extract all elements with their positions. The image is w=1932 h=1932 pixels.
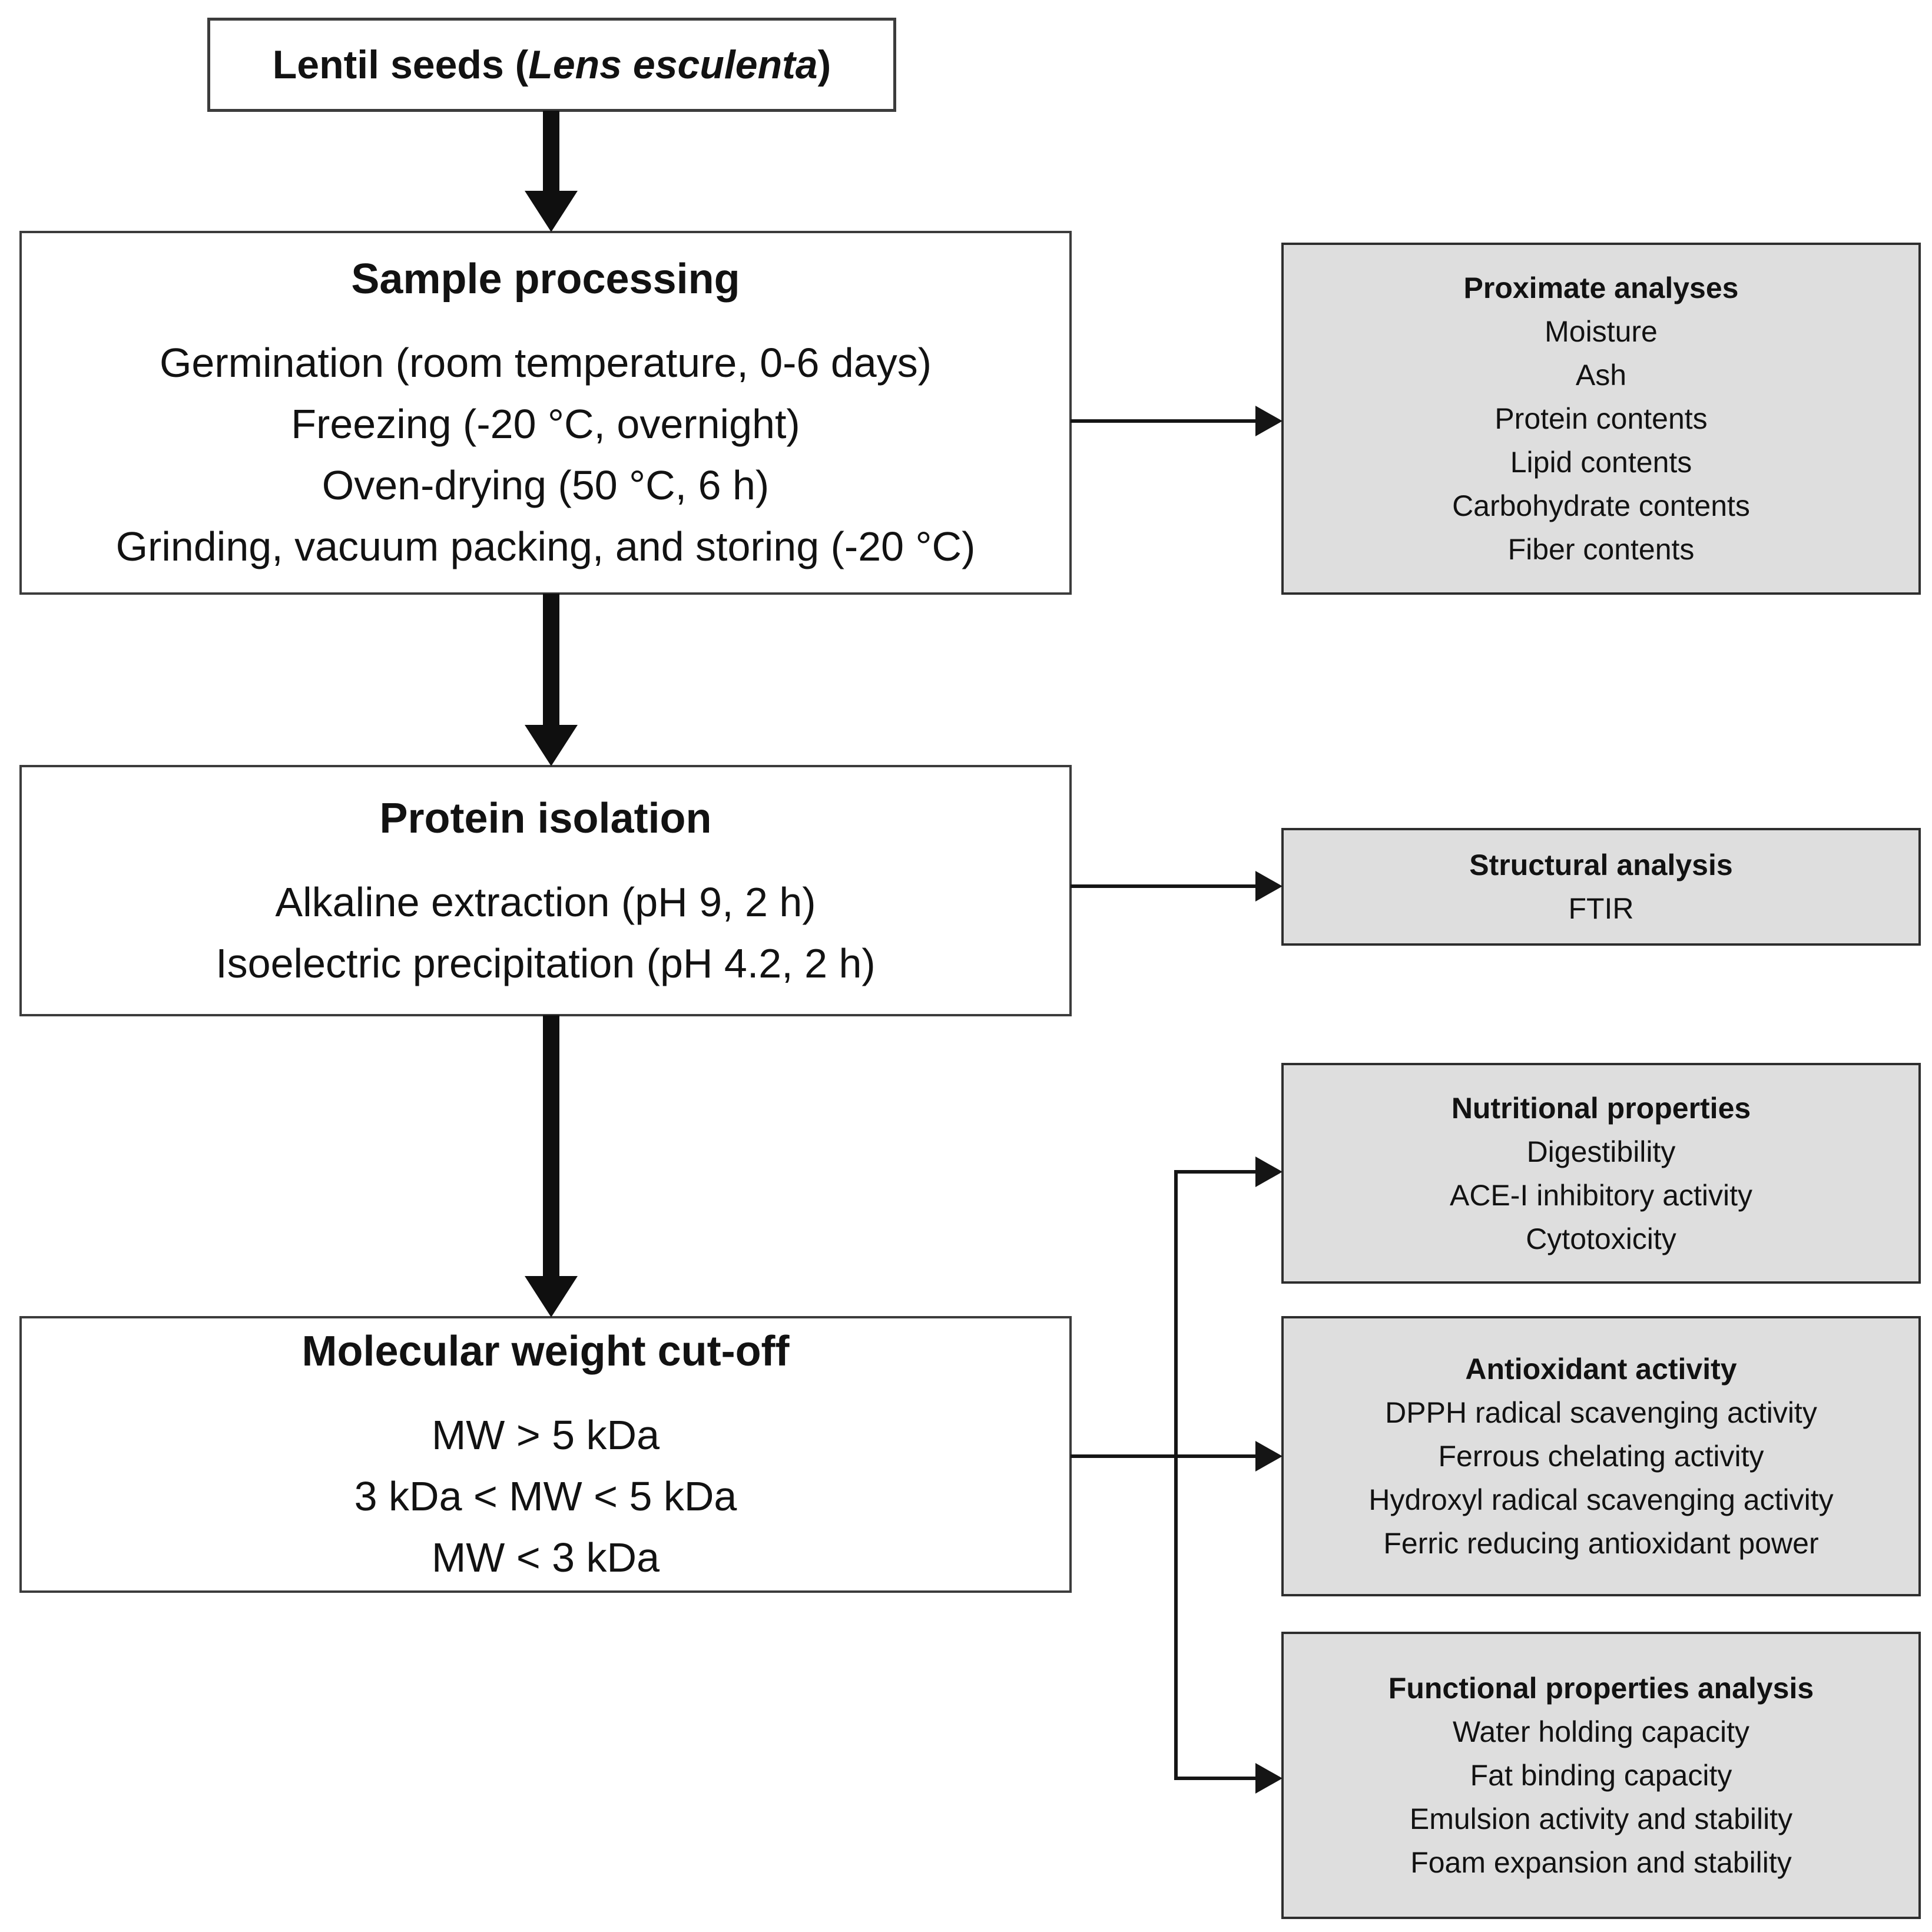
right-arrowhead-icon [1255,1441,1283,1472]
down-arrowhead-icon [525,725,578,766]
proximate-analyses-box: Proximate analyses Moisture Ash Protein … [1281,243,1921,595]
nutritional-properties-title: Nutritional properties [1451,1091,1751,1125]
nutritional-properties-item: Digestibility [1526,1135,1676,1168]
lentil-seeds-title: Lentil seeds (Lens esculenta) [273,42,831,88]
functional-properties-title: Functional properties analysis [1388,1672,1814,1705]
sample-processing-step: Freezing (-20 °C, overnight) [291,401,800,447]
antioxidant-activity-item: Ferrous chelating activity [1438,1440,1764,1473]
down-arrowhead-icon [525,1276,578,1317]
lentil-species-name: Lens esculenta [528,42,818,87]
protein-isolation-step: Alkaline extraction (pH 9, 2 h) [275,879,816,925]
connector-line [1174,1170,1258,1174]
right-arrowhead-icon [1255,406,1283,436]
branch-trunk-line [1174,1170,1178,1780]
arrow-shaft [543,594,559,728]
functional-properties-item: Foam expansion and stability [1410,1846,1792,1879]
functional-properties-box: Functional properties analysis Water hol… [1281,1632,1921,1919]
structural-analysis-box: Structural analysis FTIR [1281,828,1921,946]
molecular-weight-fraction: 3 kDa < MW < 5 kDa [354,1473,737,1519]
functional-properties-item: Water holding capacity [1453,1715,1749,1748]
sample-processing-title: Sample processing [351,256,740,303]
proximate-analyses-item: Carbohydrate contents [1452,489,1750,522]
molecular-weight-fraction: MW < 3 kDa [431,1535,660,1580]
antioxidant-activity-item: Hydroxyl radical scavenging activity [1368,1483,1834,1516]
arrow-shaft [543,1015,559,1278]
proximate-analyses-item: Lipid contents [1510,446,1692,479]
molecular-weight-cutoff-box: Molecular weight cut-off MW > 5 kDa 3 kD… [19,1316,1072,1593]
lentil-title-suffix: ) [817,42,831,87]
antioxidant-activity-title: Antioxidant activity [1465,1353,1737,1386]
antioxidant-activity-item: Ferric reducing antioxidant power [1383,1527,1819,1560]
right-arrowhead-icon [1255,871,1283,902]
lentil-seeds-box: Lentil seeds (Lens esculenta) [207,18,896,112]
connector-line [1071,419,1258,423]
proximate-analyses-item: Moisture [1545,315,1658,348]
arrow-shaft [543,111,559,193]
proximate-analyses-item: Protein contents [1494,402,1708,435]
nutritional-properties-box: Nutritional properties Digestibility ACE… [1281,1063,1921,1284]
nutritional-properties-item: ACE-I inhibitory activity [1449,1178,1753,1212]
functional-properties-item: Emulsion activity and stability [1409,1802,1793,1835]
nutritional-properties-item: Cytotoxicity [1526,1222,1676,1255]
antioxidant-activity-box: Antioxidant activity DPPH radical scaven… [1281,1316,1921,1596]
lentil-title-prefix: Lentil seeds ( [272,42,529,87]
antioxidant-activity-item: DPPH radical scavenging activity [1385,1396,1817,1429]
connector-line [1071,884,1258,888]
molecular-weight-fraction: MW > 5 kDa [431,1412,660,1458]
protein-isolation-box: Protein isolation Alkaline extraction (p… [19,765,1072,1016]
functional-properties-item: Fat binding capacity [1470,1759,1732,1792]
proximate-analyses-item: Ash [1575,359,1627,392]
sample-processing-box: Sample processing Germination (room temp… [19,231,1072,595]
sample-processing-step: Germination (room temperature, 0-6 days) [159,340,932,386]
down-arrowhead-icon [525,191,578,232]
structural-analysis-title: Structural analysis [1469,849,1733,882]
proximate-analyses-title: Proximate analyses [1463,271,1739,304]
sample-processing-step: Oven-drying (50 °C, 6 h) [322,462,770,508]
sample-processing-step: Grinding, vacuum packing, and storing (-… [115,523,976,569]
protein-isolation-title: Protein isolation [379,794,712,842]
proximate-analyses-item: Fiber contents [1507,533,1695,566]
right-arrowhead-icon [1255,1156,1283,1187]
protein-isolation-step: Isoelectric precipitation (pH 4.2, 2 h) [216,940,876,986]
connector-line [1174,1777,1258,1780]
molecular-weight-cutoff-title: Molecular weight cut-off [301,1328,790,1375]
right-arrowhead-icon [1255,1763,1283,1794]
connector-line [1071,1454,1258,1458]
structural-analysis-item: FTIR [1568,892,1634,925]
